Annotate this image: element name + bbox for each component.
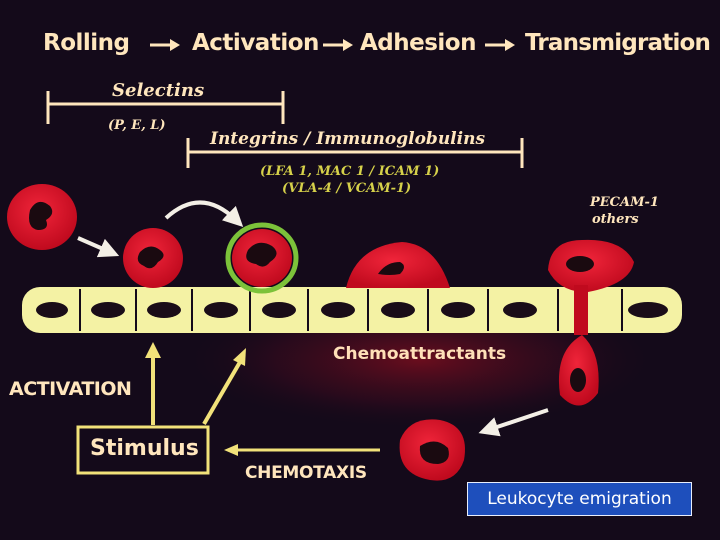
leukocyte-activated (225, 222, 299, 294)
integrins-bracket (186, 138, 524, 168)
step-adhesion: Adhesion (360, 30, 477, 56)
chemotaxis-label: CHEMOTAXIS (245, 463, 367, 483)
leukocyte-adherent (346, 242, 450, 288)
header-arrows (150, 39, 515, 51)
stimulus-label: Stimulus (90, 436, 199, 461)
others-label: others (592, 212, 639, 227)
emigration-arrow (478, 408, 549, 437)
activation-arrow (145, 342, 161, 425)
selectins-bracket (46, 91, 285, 124)
pecam-label: PECAM-1 (590, 195, 659, 210)
stimulus-box (76, 425, 210, 475)
stimulus-activation-arrow (202, 348, 246, 426)
selectins-label: Selectins (112, 80, 205, 101)
integrins-label: Integrins / Immunoglobulins (210, 129, 486, 149)
rolling-arrow (77, 236, 120, 258)
leukocyte-rolling (123, 228, 183, 288)
selectin-types-label: (P, E, L) (108, 118, 166, 133)
activation-label: ACTIVATION (9, 378, 132, 400)
step-activation: Activation (192, 30, 319, 56)
endothelium (22, 287, 682, 333)
leukocyte-emigrated (399, 419, 465, 481)
caption-box: Leukocyte emigration (467, 482, 692, 516)
leukocyte-transmigrating (548, 239, 634, 406)
step-transmigration: Transmigration (525, 30, 711, 56)
leukocyte-free (7, 184, 77, 250)
chemoattractants-label: Chemoattractants (333, 344, 507, 364)
activation-curve-arrow (164, 200, 244, 227)
step-rolling: Rolling (43, 30, 130, 56)
ligand-pair-2-label: (VLA-4 / VCAM-1) (282, 181, 412, 196)
chemotaxis-arrow (224, 444, 380, 456)
ligand-pair-1-label: (LFA 1, MAC 1 / ICAM 1) (260, 164, 440, 179)
